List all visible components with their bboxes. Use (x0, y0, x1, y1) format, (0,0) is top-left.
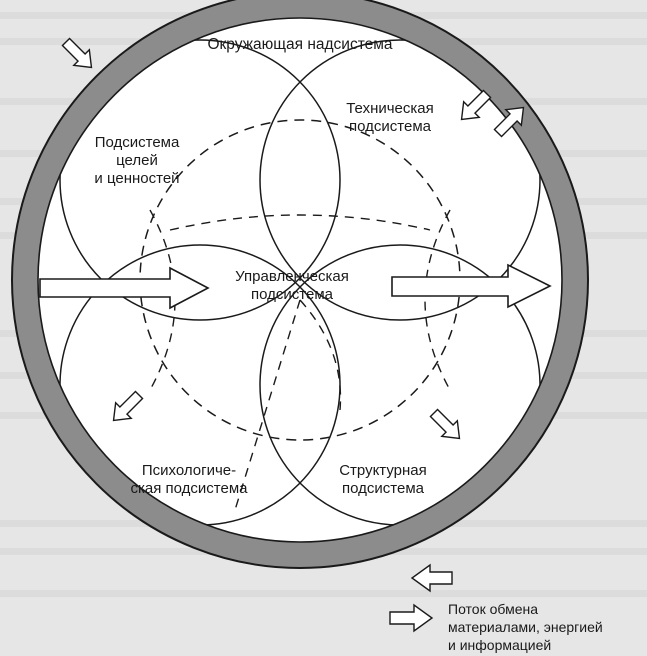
small-arrow-bottom-left (112, 390, 144, 422)
technical-subsystem-circle (259, 39, 541, 321)
small-arrow-top-left (61, 37, 93, 69)
legend-label: Поток обмена материалами, энергией и инф… (448, 601, 603, 653)
small-arrow-outer-top-right (493, 106, 525, 138)
output-flow-arrow (391, 263, 552, 309)
management-subsystem-label: Управленческая подсистема (235, 268, 349, 303)
goals-subsystem-label: Подсистема целей и ценностей (94, 134, 180, 187)
dashed-curve-left (149, 209, 176, 391)
dashed-curve-right (424, 209, 451, 391)
input-flow-arrow (39, 266, 210, 310)
outer-supersystem-label: Окружающая надсистема (207, 36, 393, 53)
psychological-subsystem-label: Психологиче- ская подсистема (130, 462, 248, 497)
goals-subsystem-circle (59, 39, 341, 321)
legend-arrow-right (389, 603, 434, 633)
dashed-curve-top (169, 214, 431, 231)
legend-arrow-left (410, 563, 453, 593)
inner-system-disk (37, 17, 563, 543)
small-arrow-top-right (460, 89, 492, 121)
dashed-curve-center-down (234, 299, 301, 511)
structural-subsystem-label: Структурная подсистема (339, 462, 427, 497)
technical-subsystem-label: Техническая подсистема (346, 100, 434, 135)
small-arrow-bottom-right (429, 408, 461, 440)
